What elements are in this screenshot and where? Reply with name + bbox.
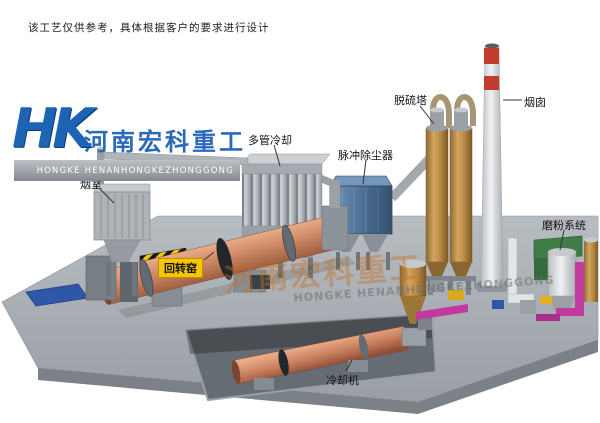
label-rotary-kiln: 回转窑 (158, 258, 203, 278)
label-chimney: 烟囱 (524, 96, 546, 109)
logo-company-name-cn: 河南宏科重工 (84, 128, 246, 156)
kiln-hood (321, 180, 349, 251)
company-logo: HK 河南宏科重工 HONGKE HENANHONGKEZHONGGONG (12, 102, 250, 188)
cyclone-separator (399, 260, 468, 324)
label-cooler: 冷却机 (326, 374, 359, 387)
label-multi-tube-cooler: 多管冷却 (248, 134, 292, 147)
disclaimer-text: 该工艺仅供参考，具体根据客户的要求进行设计 (28, 22, 270, 34)
cooler-machine (231, 318, 432, 390)
leader-lines (99, 99, 565, 372)
chimney (477, 43, 536, 314)
logo-company-name-en: HONGKE HENANHONGKEZHONGGONG (14, 160, 240, 181)
smoke-chamber-unit (85, 146, 151, 302)
label-desulfurization-tower: 脱硫塔 (394, 94, 427, 107)
desulfurization-towers (388, 94, 476, 295)
label-pulse-dust-collector: 脉冲除尘器 (338, 149, 393, 162)
label-grinding-system: 磨粉系统 (542, 219, 586, 232)
logo-monogram: HK (12, 97, 94, 160)
grinding-system (533, 235, 598, 321)
label-smoke-chamber: 烟室 (80, 178, 102, 191)
